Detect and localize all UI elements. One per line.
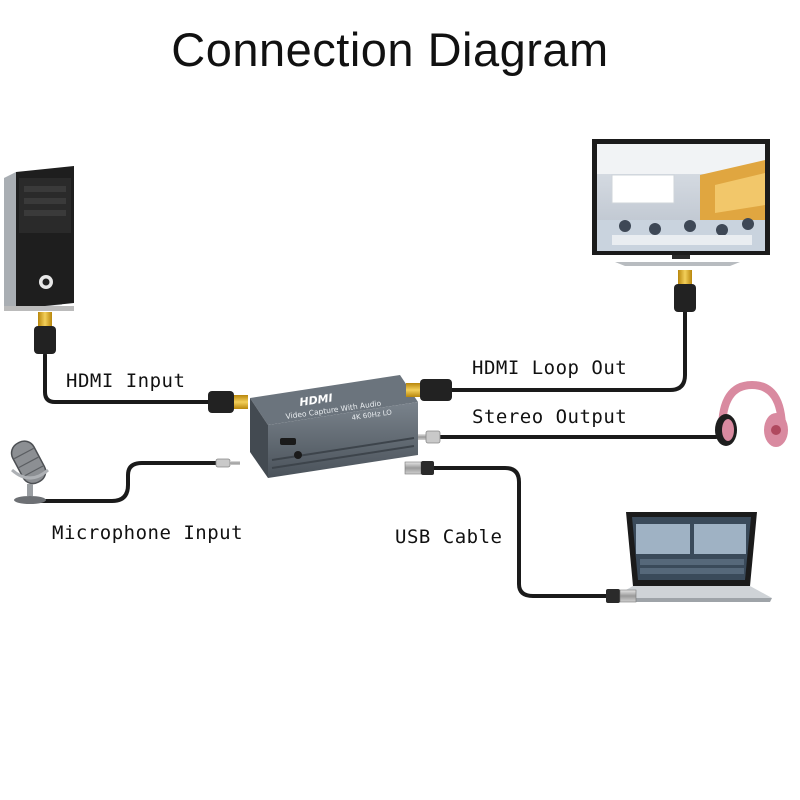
diagram-title: Connection Diagram (171, 23, 609, 76)
hdmi-connector-tv (674, 270, 696, 312)
usb-cable (430, 466, 610, 598)
television-icon (592, 139, 770, 266)
usb-connector-laptop (606, 589, 637, 603)
label-stereo-output: Stereo Output (472, 406, 628, 428)
label-hdmi-input: HDMI Input (66, 370, 186, 392)
laptop-icon (612, 512, 772, 602)
usb-connector-card (404, 461, 434, 475)
capture-card-icon (250, 375, 418, 478)
headphones-icon (715, 380, 788, 447)
desktop-tower-icon (4, 166, 74, 311)
capture-card-logo: HDMI (299, 391, 334, 409)
hdmi-loop-cable (450, 310, 687, 392)
label-usb-cable: USB Cable (395, 526, 503, 548)
hdmi-input-cable (43, 353, 210, 404)
microphone-input-cable (38, 461, 220, 503)
microphone-icon (10, 440, 49, 504)
audio-jack-stereo (418, 430, 441, 444)
hdmi-connector-pc (34, 312, 56, 354)
hdmi-connector-input (208, 391, 248, 413)
audio-jack-microphone (215, 458, 240, 468)
hdmi-connector-loop (406, 379, 452, 401)
label-hdmi-loop-out: HDMI Loop Out (472, 357, 628, 379)
label-microphone-input: Microphone Input (52, 522, 244, 544)
